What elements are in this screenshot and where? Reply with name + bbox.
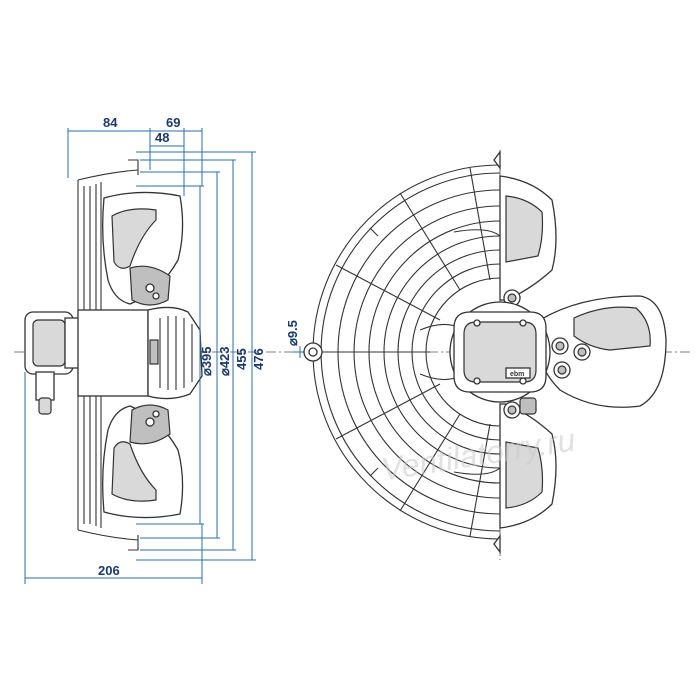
dim-48-label: 48 [155, 130, 169, 145]
dim-dia423-label: ⌀423 [217, 346, 232, 376]
dim-dia9-5-label: ⌀9.5 [285, 320, 300, 346]
front-blade-top [499, 175, 557, 307]
front-motor-hub [449, 301, 551, 415]
side-view: 84 69 48 206 ⌀395 ⌀423 455 476 [14, 115, 690, 584]
motor-label-plate: ebm [505, 367, 531, 379]
side-blade-upper [102, 191, 184, 306]
dim-206-label: 206 [98, 563, 120, 578]
dim-dia476-label: 476 [251, 348, 266, 370]
dim-dia455-label: 455 [234, 348, 249, 370]
side-diameter-dimensions [24, 128, 256, 584]
front-view: ⌀9.5 [285, 150, 667, 560]
front-guard-grille [303, 150, 501, 554]
dim-84-label: 84 [103, 115, 118, 130]
motor-label-text: ebm [510, 371, 524, 378]
side-junction-box [24, 311, 80, 415]
side-blade-lower [102, 404, 184, 519]
front-blade-bottom [499, 401, 557, 529]
side-motor-hub [77, 306, 203, 400]
front-blade-right [539, 295, 667, 408]
dim-dia395-label: ⌀395 [199, 346, 214, 376]
dim-69-label: 69 [166, 115, 180, 130]
